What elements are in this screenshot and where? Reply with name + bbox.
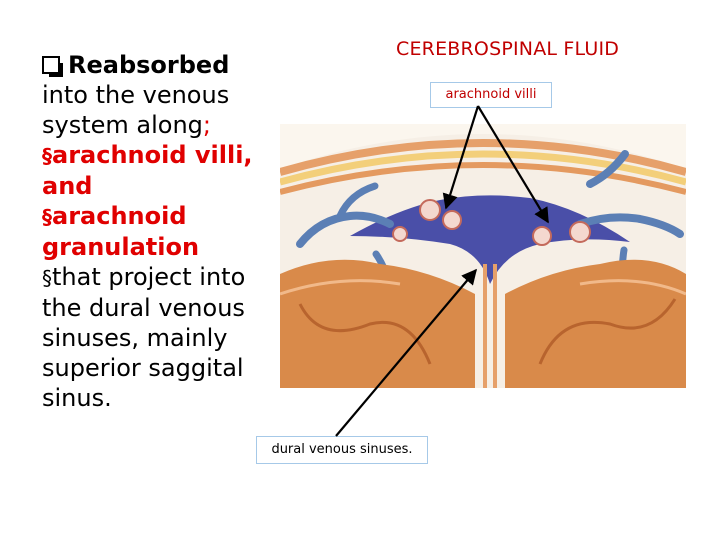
emissary-vein-right <box>586 150 629 188</box>
arachnoid-granulation <box>569 221 591 243</box>
dural-venous-sinuses-label: dural venous sinuses. <box>256 436 428 464</box>
bullet-line-2-text: system along <box>42 111 203 139</box>
bullet-project-into: §that project into <box>42 262 282 293</box>
superior-sagittal-sinus <box>350 195 630 284</box>
arachnoid-granulation <box>419 199 441 221</box>
section-bullet-icon: § <box>42 266 52 290</box>
section-bullet-icon: § <box>42 144 52 168</box>
bullet-list: Reabsorbed into the venous system along;… <box>42 50 282 413</box>
bullet-project-text: that project into <box>52 263 246 291</box>
bullet-line-2: system along; <box>42 110 282 140</box>
slide-title: CEREBROSPINAL FLUID <box>396 38 620 60</box>
red-semicolon: ; <box>202 111 211 139</box>
section-bullet-icon: § <box>42 205 52 229</box>
bullet-arachnoid-villi-text: arachnoid villi, <box>52 141 253 169</box>
cortical-vein-left <box>296 211 394 248</box>
arachnoid-granulation <box>532 226 552 246</box>
bullet-line-8: the dural venous <box>42 294 245 322</box>
scalp-layer <box>280 124 686 169</box>
heading-text: Reabsorbed <box>68 51 230 79</box>
arachnoid-granulation <box>442 210 462 230</box>
bullet-arachnoid-text: arachnoid <box>52 202 187 230</box>
cortical-vein-right <box>576 213 684 238</box>
sagittal-sinus-illustration <box>280 124 686 388</box>
arachnoid-villi-label: arachnoid villi <box>430 82 552 108</box>
bullet-arachnoid-granulation: §arachnoid <box>42 201 282 232</box>
bullet-line-1: into the venous <box>42 81 230 109</box>
checkbox-bullet-icon <box>42 56 63 77</box>
bullet-line-and: and <box>42 172 93 200</box>
bullet-line-10: superior saggital <box>42 354 244 382</box>
bullet-line-11: sinus. <box>42 384 112 412</box>
bullet-line-granulation: granulation <box>42 233 200 261</box>
bullet-arachnoid-villi: §arachnoid villi, <box>42 140 282 171</box>
falx-cerebri <box>483 264 497 388</box>
bullet-line-9: sinuses, mainly <box>42 324 228 352</box>
right-sulcus <box>538 298 677 365</box>
bullet-heading: Reabsorbed <box>42 50 282 80</box>
emissary-vein-left <box>336 182 379 220</box>
arachnoid-granulation <box>392 226 408 242</box>
right-hemisphere <box>505 259 686 388</box>
